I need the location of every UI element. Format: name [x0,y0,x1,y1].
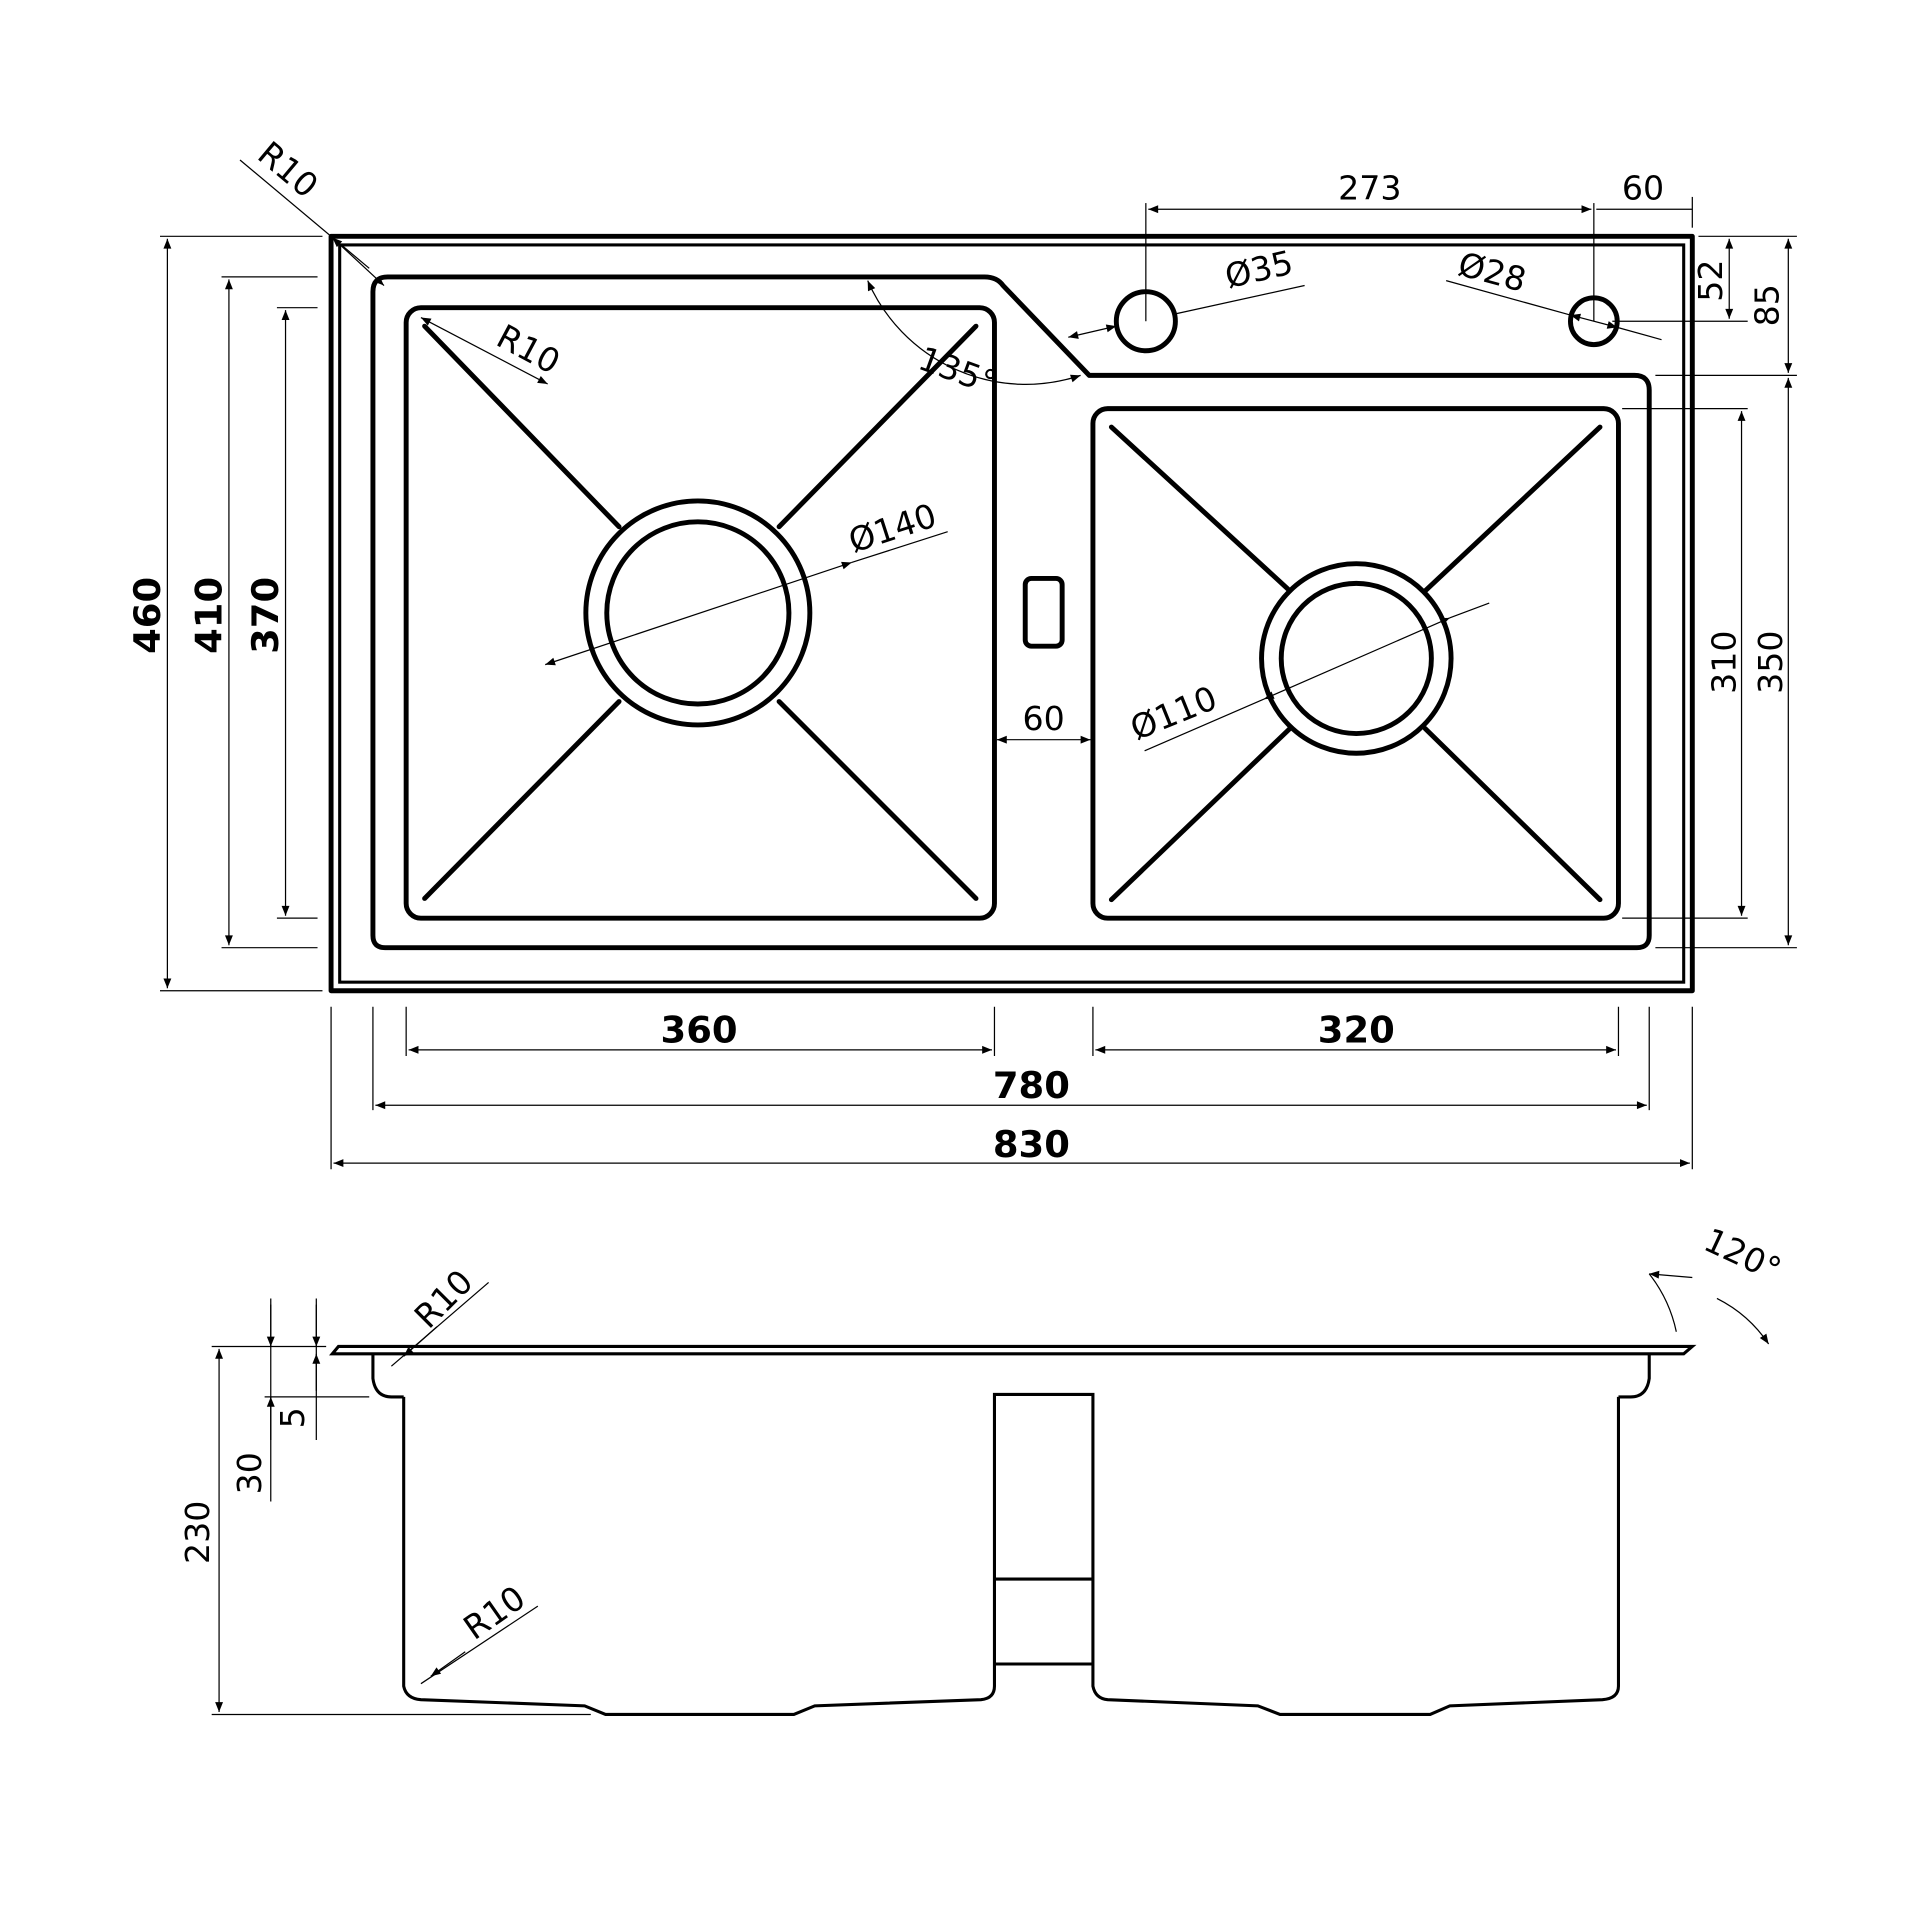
dim-30: 30 [230,1452,269,1494]
dim-120deg: 120° [1698,1220,1787,1289]
right-bowl [1090,406,1621,921]
dim-135deg: 135° [914,339,1003,403]
left-bowl [403,305,997,921]
dim-60-gap: 60 [1023,699,1065,738]
dim-310: 310 [1704,630,1743,693]
dim-370: 370 [244,577,287,654]
dim-230: 230 [178,1501,217,1564]
left-drain-inner [604,519,792,707]
left-drain-outer [583,498,813,728]
dim-d28: Ø28 [1454,244,1530,299]
dim-5: 5 [273,1407,312,1428]
dim-52: 52 [1691,259,1730,301]
dim-r10-corner: R10 [250,134,325,206]
right-bowl-slopes [1108,424,1603,903]
dim-r10-bowl: R10 [490,317,566,382]
outer-rim [328,233,1695,994]
dim-85: 85 [1747,284,1786,326]
dim-320: 320 [1318,1008,1395,1051]
extension-lines [160,196,1797,1170]
dim-d110: Ø110 [1125,678,1223,748]
overflow-slot [1022,576,1065,649]
dim-780: 780 [993,1064,1070,1107]
side-dimension-lines [215,1270,1770,1712]
dim-830: 830 [993,1123,1070,1166]
bowl-profile [402,1392,1620,1716]
dim-410: 410 [188,577,231,654]
left-rim-roll [371,1353,404,1399]
dim-460: 460 [126,577,169,654]
right-rim-roll [1618,1353,1651,1399]
dim-360: 360 [661,1008,738,1051]
dimension-lines [163,159,1793,1168]
side-view: R10 5 30 230 R10 120° [178,1220,1787,1716]
top-lip [329,1344,1697,1356]
dim-d140: Ø140 [844,496,941,561]
dim-60-top: 60 [1622,168,1664,207]
dim-273: 273 [1338,168,1401,207]
deck-contour [370,274,1652,951]
rim-inner-edge [338,243,1686,984]
dim-r10-rim: R10 [407,1262,481,1336]
top-view: 460 410 370 360 320 780 830 273 60 52 85… [126,134,1797,1170]
right-drain-outer [1259,561,1454,756]
dim-r10-bottom: R10 [456,1578,532,1647]
dim-350: 350 [1751,630,1790,693]
side-extension-lines [211,1273,1677,1716]
dim-d35: Ø35 [1221,243,1296,296]
